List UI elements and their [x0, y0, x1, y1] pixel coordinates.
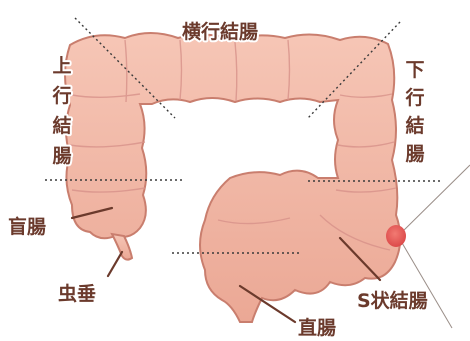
- label-sigmoid-colon: S状結腸: [357, 289, 428, 312]
- svg-text:結: 結: [52, 114, 71, 137]
- lesion-marker: [386, 225, 406, 247]
- label-cecum: 盲腸: [8, 215, 46, 238]
- svg-text:腸: 腸: [405, 143, 424, 165]
- label-transverse-colon: 横行結腸: [182, 20, 258, 43]
- svg-text:上: 上: [52, 55, 71, 77]
- svg-text:下: 下: [405, 59, 424, 81]
- svg-text:行: 行: [404, 86, 424, 109]
- label-appendix: 虫垂: [58, 282, 96, 305]
- label-descending-colon: 下 行 結 腸: [404, 59, 424, 165]
- label-rectum: 直腸: [298, 316, 336, 339]
- svg-text:行: 行: [51, 84, 71, 107]
- svg-text:腸: 腸: [52, 145, 71, 167]
- svg-text:結: 結: [405, 114, 424, 137]
- colon-body: [65, 33, 400, 322]
- appendix-shape: [112, 234, 132, 260]
